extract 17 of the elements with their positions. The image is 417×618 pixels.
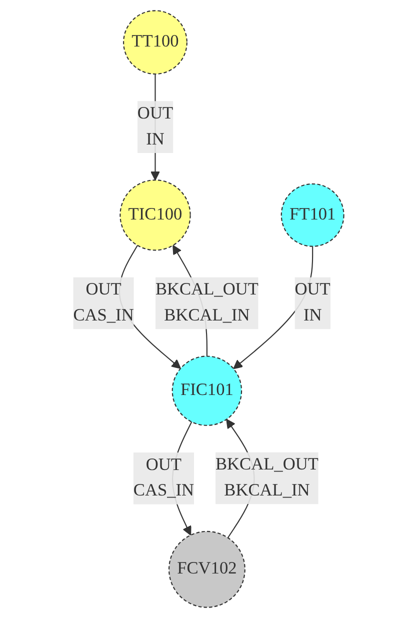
node-circle: FCV102 xyxy=(168,530,246,608)
label: CAS_IN xyxy=(73,306,134,325)
node-circle: FIC101 xyxy=(172,356,242,426)
label: BKCAL_IN xyxy=(224,481,310,500)
label: OUT xyxy=(86,280,122,299)
label: IN xyxy=(146,130,164,149)
label: OUT xyxy=(137,104,174,123)
label: BKCAL_OUT xyxy=(216,455,318,474)
label: OUT xyxy=(294,280,330,299)
node-circle: FT101 xyxy=(280,183,344,247)
label: OUT xyxy=(146,456,182,474)
node-circle: TIC100 xyxy=(120,180,191,251)
node-circle: TT100 xyxy=(123,10,188,75)
label: IN xyxy=(303,306,322,325)
label: BKCAL_OUT xyxy=(155,280,258,299)
label: BKCAL_IN xyxy=(164,306,250,325)
label: CAS_IN xyxy=(133,482,194,500)
